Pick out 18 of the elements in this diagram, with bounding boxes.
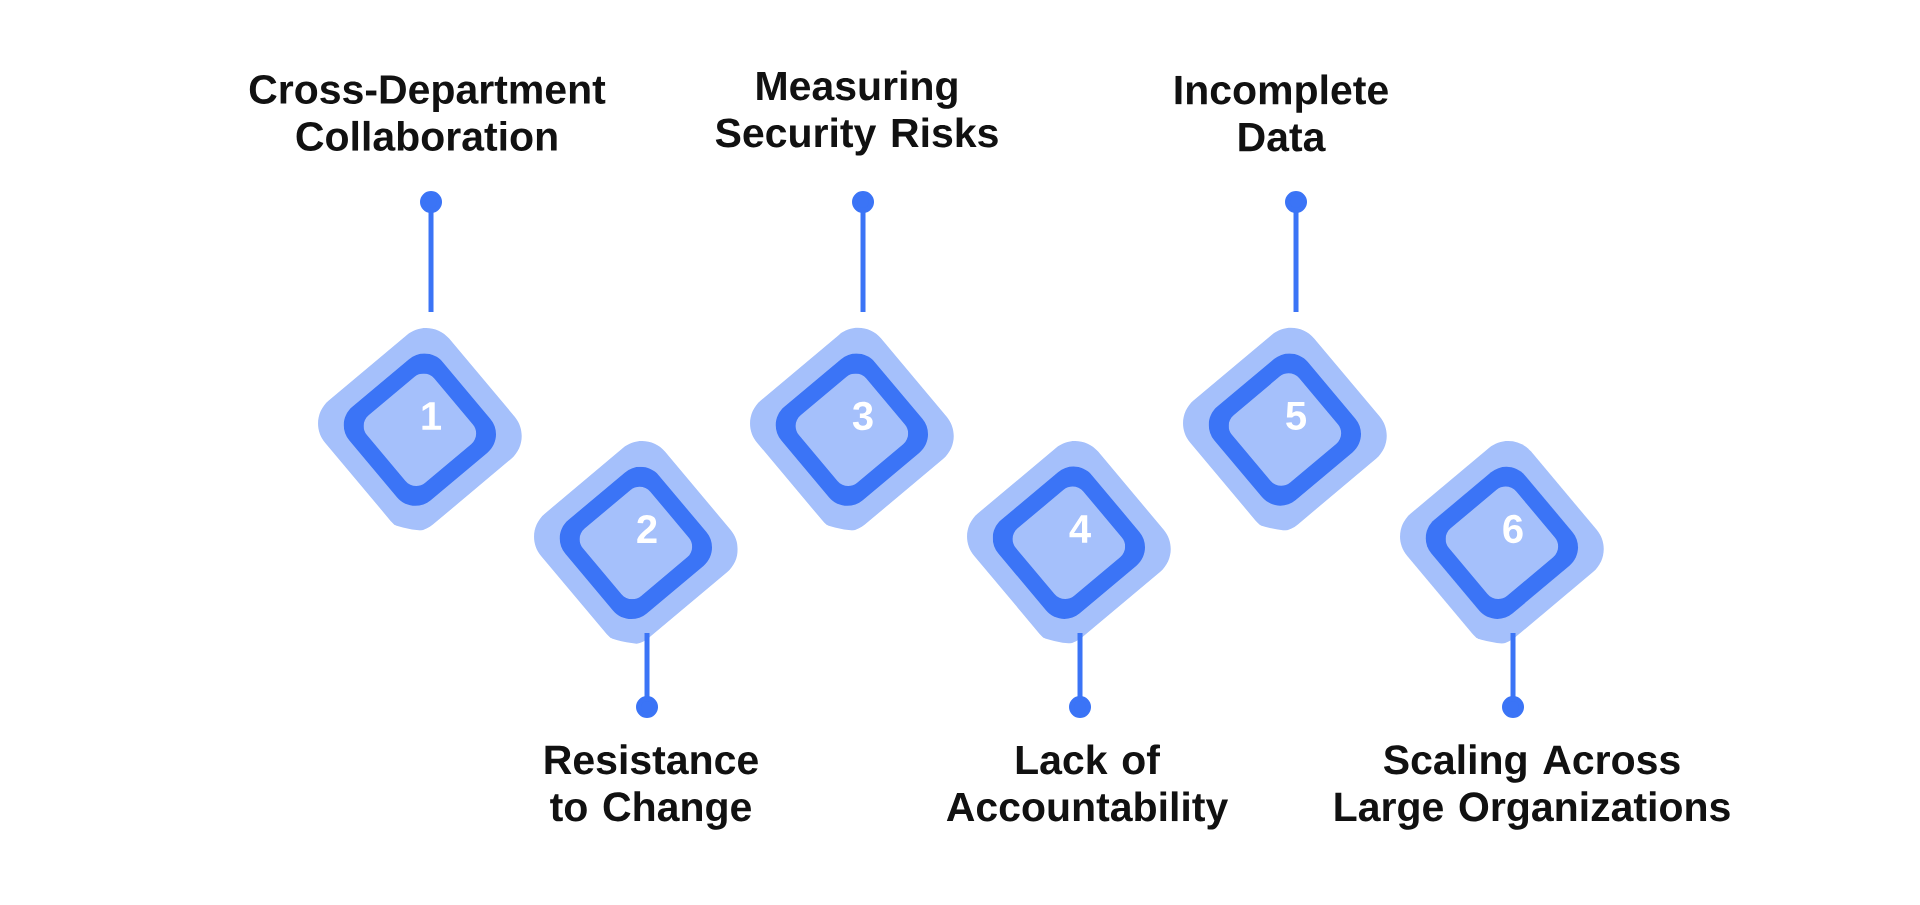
diamond-badge: 2 — [534, 441, 738, 644]
diamond-badge: 3 — [750, 327, 954, 531]
item-label: Scaling Across Large Organizations — [1335, 744, 1730, 830]
connector-line — [636, 633, 658, 718]
diamond-badge: 6 — [1400, 440, 1604, 644]
connector-line — [1285, 191, 1307, 312]
item-label: Cross-Department Collaboration — [249, 75, 606, 151]
item-label: Lack of Accountability — [946, 744, 1229, 830]
diamond-badge: 5 — [1183, 327, 1387, 531]
item-label: Resistance to Change — [545, 744, 758, 830]
diamond-badge: 1 — [318, 327, 522, 531]
connector-line — [420, 191, 442, 312]
connector-line — [852, 191, 874, 312]
item-label: Measuring Security Risks — [715, 70, 998, 156]
diamond-badge: 4 — [967, 440, 1171, 644]
item-label: Incomplete Data — [1175, 74, 1388, 152]
connector-line — [1069, 633, 1091, 718]
connector-line — [1502, 633, 1524, 718]
